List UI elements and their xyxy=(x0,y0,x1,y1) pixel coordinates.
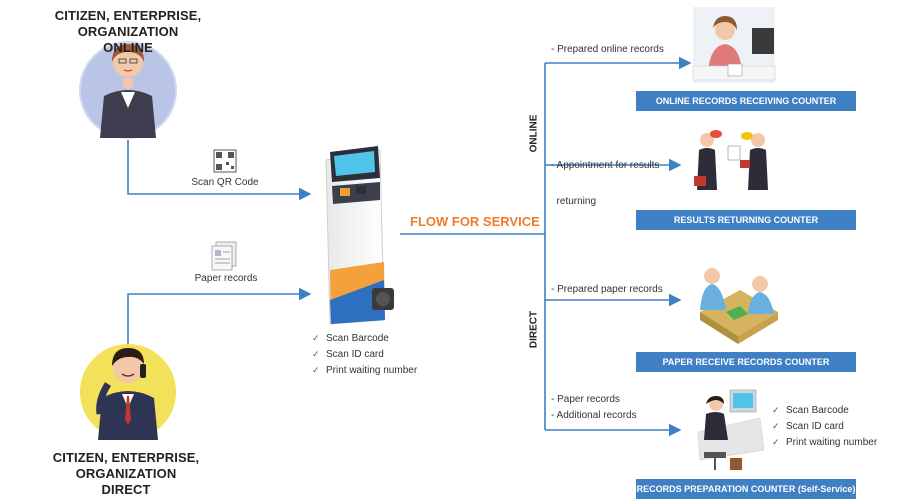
check-icon: ✓ xyxy=(772,405,780,415)
self-service-feature-item: ✓ Scan Barcode xyxy=(772,402,877,418)
self-service-illustration xyxy=(697,389,765,470)
branch-2-label: - Appointment for results returning xyxy=(551,136,659,220)
kiosk-feature-list: ✓ Scan Barcode ✓ Scan ID card ✓ Print waiti… xyxy=(312,330,417,378)
kiosk-illustration xyxy=(325,146,394,325)
records-preparation-counter-banner: RECORDS PREPARATION COUNTER (Self-Servic… xyxy=(636,479,856,499)
branch-2-line: returning xyxy=(551,196,597,207)
branch-4-label: - Paper records - Additional records xyxy=(551,392,637,424)
scan-qr-label: Scan QR Code xyxy=(191,177,259,188)
direct-connector xyxy=(127,287,312,345)
branch-2-line: - Appointment for results xyxy=(551,160,660,171)
kiosk-feature-item: ✓ Scan ID card xyxy=(312,346,417,362)
online-connector xyxy=(127,140,312,201)
branch-4-line: - Additional records xyxy=(551,410,637,421)
paper-records-label: Paper records xyxy=(194,273,258,284)
check-icon: ✓ xyxy=(772,421,780,431)
direct-actor-avatar xyxy=(80,344,176,440)
self-service-feature-label: Print waiting number xyxy=(786,437,878,448)
kiosk-feature-item: ✓ Print waiting number xyxy=(312,362,417,378)
paper-receive-counter-banner: PAPER RECEIVE RECORDS COUNTER xyxy=(636,352,856,372)
check-icon: ✓ xyxy=(312,365,320,375)
self-service-feature-label: Scan ID card xyxy=(786,421,844,432)
self-service-feature-item: ✓ Scan ID card xyxy=(772,418,877,434)
branch-4-line: - Paper records xyxy=(551,394,620,405)
kiosk-feature-label: Scan Barcode xyxy=(326,333,389,344)
self-service-feature-list: ✓ Scan Barcode ✓ Scan ID card ✓ Print waiti… xyxy=(772,402,877,450)
online-records-counter-banner: ONLINE RECORDS RECEIVING COUNTER xyxy=(636,91,856,111)
check-icon: ✓ xyxy=(312,333,320,343)
online-actor-avatar xyxy=(79,41,177,139)
online-actor-title: CITIZEN, ENTERPRISE, ORGANIZATION ONLINE xyxy=(8,8,248,56)
direct-actor-title: CITIZEN, ENTERPRISE, ORGANIZATION DIRECT xyxy=(4,450,248,498)
flow-for-service-label: FLOW FOR SERVICE xyxy=(410,214,540,229)
branch-3-label: - Prepared paper records xyxy=(551,284,663,296)
branch-3-line: - Prepared paper records xyxy=(551,284,663,295)
self-service-feature-label: Scan Barcode xyxy=(786,405,849,416)
online-vertical-label: ONLINE xyxy=(528,114,540,153)
paper-counter-illustration xyxy=(700,268,778,344)
check-icon: ✓ xyxy=(312,349,320,359)
online-actor-line2: ONLINE xyxy=(103,40,153,55)
branch-1-line: - Prepared online records xyxy=(551,44,664,55)
check-icon: ✓ xyxy=(772,437,780,447)
online-actor-line1: CITIZEN, ENTERPRISE, ORGANIZATION xyxy=(54,8,202,39)
direct-vertical-label: DIRECT xyxy=(528,310,540,349)
results-counter-illustration xyxy=(694,130,768,190)
paper-records-icon xyxy=(211,241,237,271)
direct-actor-line2: DIRECT xyxy=(101,482,151,497)
qr-code-icon xyxy=(213,149,237,173)
direct-actor-line1: CITIZEN, ENTERPRISE, ORGANIZATION xyxy=(52,450,200,481)
self-service-feature-item: ✓ Print waiting number xyxy=(772,434,877,450)
kiosk-feature-item: ✓ Scan Barcode xyxy=(312,330,417,346)
results-returning-counter-banner: RESULTS RETURNING COUNTER xyxy=(636,210,856,230)
kiosk-feature-label: Print waiting number xyxy=(326,365,418,376)
online-counter-illustration xyxy=(692,7,776,83)
kiosk-feature-label: Scan ID card xyxy=(326,349,384,360)
branch-1-label: - Prepared online records xyxy=(551,44,664,56)
